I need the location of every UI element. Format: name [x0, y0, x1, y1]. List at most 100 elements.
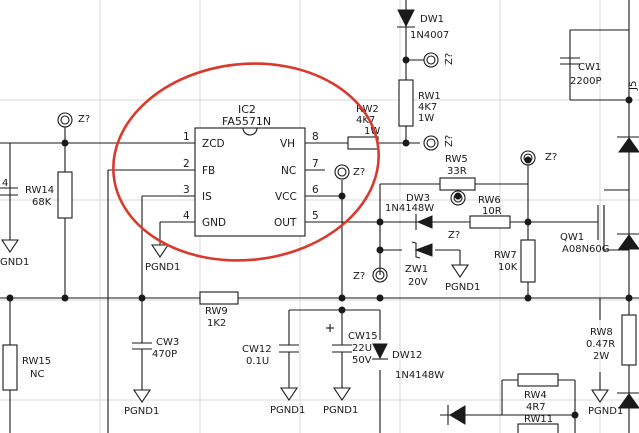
cw15-value: 22U: [352, 343, 372, 354]
tp3-label: Z?: [444, 135, 455, 147]
rw4-ref: RW4: [524, 390, 547, 401]
cw4-ref: 4: [2, 178, 8, 189]
ground-pgnd1-e: PGND1: [323, 387, 358, 416]
zw1-ref: ZW1: [405, 264, 428, 275]
gnd-left-label: PGND1: [0, 257, 29, 268]
rw8-ref: RW8: [590, 327, 613, 338]
cw15-ref: CW15: [348, 331, 378, 342]
rw2-rating: 1W: [364, 126, 380, 137]
cw1-ref: CW1: [578, 62, 601, 73]
diode-right-edge: [617, 136, 639, 153]
cw3-value: 470P: [152, 349, 177, 360]
cw12-value: 0.1U: [246, 356, 269, 367]
resistor-rw14: RW14 68K: [25, 171, 73, 219]
resistor-rw8: RW8 0.47R 2W: [586, 314, 637, 366]
resistor-rw5: RW5 33R: [439, 154, 476, 191]
ground-pgnd1-a: PGND1: [145, 244, 180, 273]
capacitor-cw15: CW15 22U 50V: [326, 324, 378, 366]
diode-dw12: DW12 1N4148W: [372, 343, 444, 381]
dw3-ref: DW3: [406, 193, 430, 204]
qw1-ref: QW1: [560, 232, 584, 243]
rw6-value: 10R: [482, 206, 502, 217]
test-point-1: Z?: [57, 112, 90, 132]
resistor-rw9: RW9 1K2: [199, 291, 239, 329]
gnd-f-label: PGND1: [588, 406, 623, 417]
rw1-ref: RW1: [418, 91, 441, 102]
diode-dw3: DW3 1N4148W: [385, 193, 434, 230]
dw1-value: 1N4007: [410, 30, 449, 41]
gnd-a-label: PGND1: [145, 262, 180, 273]
ground-pgnd1-b: PGND1: [445, 264, 480, 293]
resistor-rw7: RW7 10K: [494, 239, 536, 283]
ground-pgnd1-left: PGND1: [0, 239, 29, 268]
rw8-rating: 2W: [593, 351, 609, 362]
test-point-3: Z?: [423, 135, 455, 151]
gnd-b-label: PGND1: [445, 282, 480, 293]
ic2-pin3-name: IS: [202, 191, 212, 203]
junction-dots: [6, 56, 633, 419]
ic2-pin2-name: FB: [202, 165, 215, 177]
qw1-value: A08N60G: [562, 244, 610, 255]
test-point-7: Z?: [520, 150, 557, 166]
ic2-ref: IC2: [238, 103, 256, 116]
rw7-value: 10K: [498, 262, 518, 273]
ground-pgnd1-d: PGND1: [270, 387, 305, 416]
rw15-value: NC: [30, 369, 44, 380]
ic2-pin6-num: 6: [312, 184, 319, 196]
rw5-ref: RW5: [445, 154, 468, 165]
resistor-rw11: RW11: [517, 414, 559, 433]
rw9-ref: RW9: [205, 306, 228, 317]
ic2-pin5-num: 5: [312, 210, 319, 222]
dw12-ref: DW12: [392, 350, 422, 361]
ground-pgnd1-f: PGND1: [588, 389, 623, 417]
dw12-value: 1N4148W: [395, 370, 444, 381]
rw5-value: 33R: [447, 166, 467, 177]
mosfet-qw1: QW1 A08N60G: [560, 205, 610, 255]
ic2-pin4-name: GND: [202, 217, 226, 229]
capacitor-cw12: CW12 0.1U: [242, 340, 299, 367]
test-point-4: Z?: [334, 164, 365, 180]
ic2-pin6-name: VCC: [275, 191, 297, 203]
diode-dw1: DW1 1N4007: [397, 9, 449, 41]
ic2-pin3-num: 3: [183, 184, 190, 196]
rw9-value: 1K2: [207, 318, 226, 329]
ic2-pin7-num: 7: [312, 158, 319, 170]
tp7-label: Z?: [545, 152, 557, 163]
rw14-ref: RW14: [25, 185, 54, 196]
rw4-value: 4R7: [526, 402, 546, 413]
rw2-ref: RW2: [356, 104, 379, 115]
rw11-ref: RW11: [524, 414, 553, 425]
ground-pgnd1-c: PGND1: [124, 389, 159, 417]
highlight-ellipse: [112, 62, 380, 262]
cw15-rating: 50V: [352, 355, 372, 366]
test-point-2: Z?: [406, 52, 455, 68]
tp4-label: Z?: [353, 167, 365, 178]
ic2-pin1-name: ZCD: [202, 138, 225, 150]
gnd-d-label: PGND1: [270, 405, 305, 416]
cw1-partial-label: J5: [628, 81, 639, 91]
resistor-rw15: RW15 NC: [2, 298, 51, 433]
dw3-value: 1N4148W: [385, 203, 434, 214]
ic2-pin4-num: 4: [183, 210, 190, 222]
rw2-value: 4K7: [356, 115, 375, 126]
ic2-pin5-name: OUT: [274, 217, 297, 229]
cw12-ref: CW12: [242, 344, 272, 355]
capacitor-cw1: CW1 2200P: [560, 57, 601, 87]
diode-bottom: [447, 405, 466, 425]
resistor-rw4: RW4 4R7: [517, 373, 559, 413]
rw6-ref: RW6: [478, 195, 501, 206]
rw8-value: 0.47R: [586, 339, 615, 350]
zener-zw1: ZW1 20V: [405, 241, 433, 288]
rw7-ref: RW7: [494, 250, 517, 261]
ic2-pin8-name: VH: [280, 138, 295, 150]
test-point-5: Z?: [448, 190, 466, 241]
rw1-rating: 1W: [418, 113, 434, 124]
capacitor-cw3: CW3 470P: [132, 330, 179, 362]
tp6-label: Z?: [353, 271, 365, 282]
ic2-chip: IC2 FA5571N 1 2 3 4 ZCD FB IS GND 8 7 6 …: [175, 103, 325, 237]
rw15-ref: RW15: [22, 356, 51, 367]
gnd-e-label: PGND1: [323, 405, 358, 416]
tp1-label: Z?: [78, 114, 90, 125]
